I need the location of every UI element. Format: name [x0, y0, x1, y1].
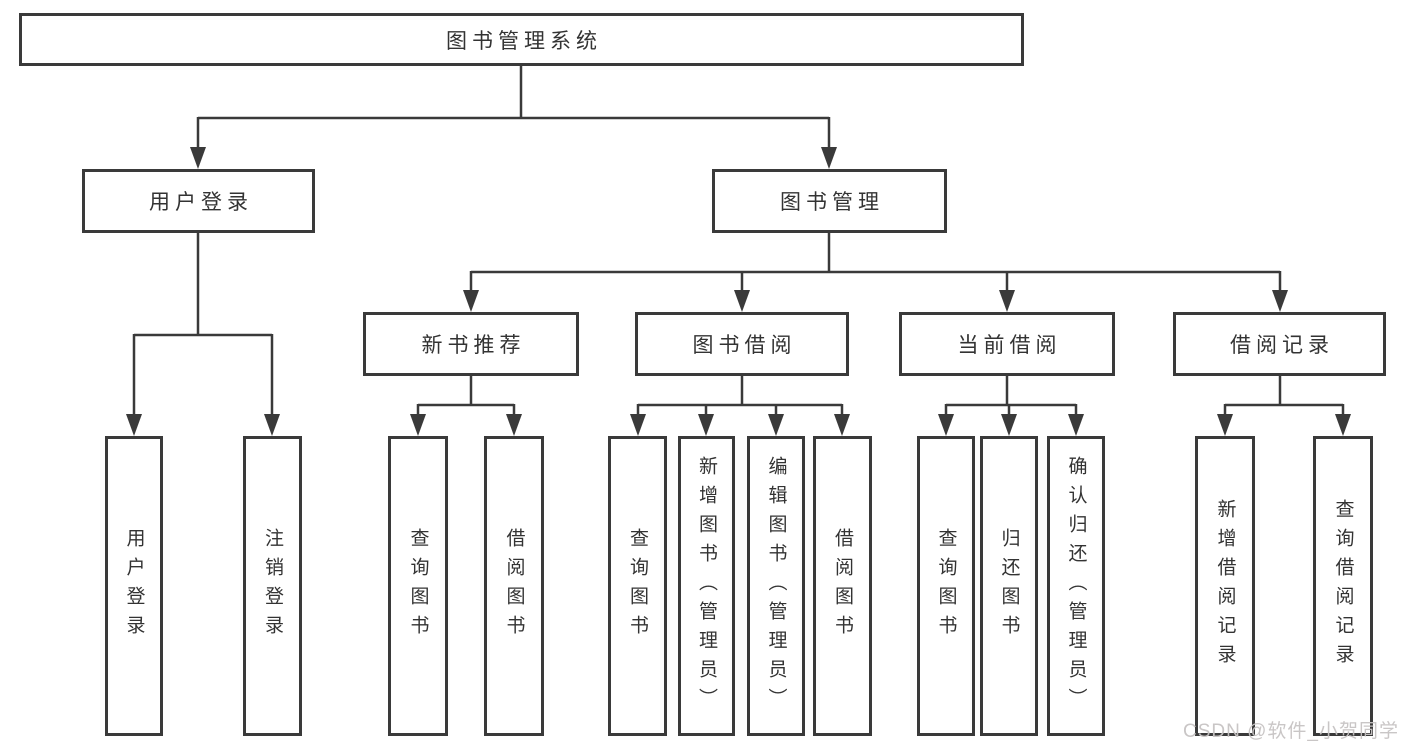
arrowhead: [126, 414, 142, 436]
connector-user-login: [126, 233, 280, 436]
arrowhead: [1217, 414, 1233, 436]
arrowhead: [768, 414, 784, 436]
node-current-borrow: 当前借阅: [899, 312, 1115, 376]
leaf-nb-borrow-book: 借阅图书: [484, 436, 544, 736]
connector-root: [190, 66, 837, 169]
node-book-borrow: 图书借阅: [635, 312, 849, 376]
leaf-bb-add-book-admin: 新增图书（管理员）: [678, 436, 735, 736]
leaf-cb-query-book: 查询图书: [917, 436, 975, 736]
arrowhead: [1001, 414, 1017, 436]
leaf-user-login: 用户登录: [105, 436, 163, 736]
node-label: 确认归还（管理员）: [1065, 455, 1087, 717]
arrowhead: [999, 290, 1015, 312]
connector-book-management: [463, 233, 1288, 312]
arrowhead: [264, 414, 280, 436]
node-label: 借阅图书: [832, 528, 853, 644]
arrowhead: [506, 414, 522, 436]
node-label: 用户登录: [149, 191, 253, 214]
arrowhead: [1272, 290, 1288, 312]
node-label: 编辑图书（管理员）: [765, 455, 787, 717]
arrowhead: [734, 290, 750, 312]
node-book-management: 图书管理: [712, 169, 947, 233]
arrowhead: [410, 414, 426, 436]
node-label: 查询图书: [407, 528, 429, 644]
node-label: 查询图书: [627, 528, 648, 644]
leaf-nb-query-book: 查询图书: [388, 436, 448, 736]
node-label: 新增借阅记录: [1214, 499, 1236, 673]
node-label: 用户登录: [123, 528, 145, 644]
arrowhead: [1068, 414, 1084, 436]
node-label: 归还图书: [998, 528, 1020, 644]
leaf-bb-query-book: 查询图书: [608, 436, 667, 736]
node-label: 查询借阅记录: [1332, 499, 1354, 673]
node-label: 图书管理系统: [446, 29, 602, 53]
node-new-book-recommend: 新书推荐: [363, 312, 579, 376]
leaf-cb-confirm-return-admin: 确认归还（管理员）: [1047, 436, 1105, 736]
arrowhead: [1335, 414, 1351, 436]
arrowhead: [834, 414, 850, 436]
connector-borrow-record: [1217, 376, 1351, 436]
arrowhead: [630, 414, 646, 436]
node-label: 图书借阅: [692, 334, 797, 357]
leaf-br-query-borrow-record: 查询借阅记录: [1313, 436, 1373, 736]
arrowhead: [190, 147, 206, 169]
arrowhead: [938, 414, 954, 436]
leaf-logout-login: 注销登录: [243, 436, 302, 736]
leaf-cb-return-book: 归还图书: [980, 436, 1038, 736]
connector-new-book-recommend: [410, 376, 522, 436]
node-label: 新书推荐: [421, 334, 526, 357]
arrowhead: [463, 290, 479, 312]
node-label: 图书管理: [780, 191, 884, 214]
node-borrow-record: 借阅记录: [1173, 312, 1386, 376]
leaf-bb-borrow-book: 借阅图书: [813, 436, 872, 736]
node-label: 当前借阅: [957, 334, 1062, 357]
node-label: 新增图书（管理员）: [696, 455, 717, 717]
node-user-login: 用户登录: [82, 169, 315, 233]
arrowhead: [698, 414, 714, 436]
node-label: 借阅图书: [503, 528, 525, 644]
node-label: 查询图书: [935, 528, 957, 644]
node-label: 借阅记录: [1230, 334, 1334, 357]
leaf-bb-edit-book-admin: 编辑图书（管理员）: [747, 436, 805, 736]
node-book-management-system: 图书管理系统: [19, 13, 1024, 66]
connector-current-borrow: [938, 376, 1084, 436]
connector-book-borrow: [630, 376, 850, 436]
arrowhead: [821, 147, 837, 169]
watermark: CSDN @软件_小贺同学: [1183, 721, 1399, 742]
leaf-br-add-borrow-record: 新增借阅记录: [1195, 436, 1255, 736]
node-label: 注销登录: [262, 528, 283, 644]
